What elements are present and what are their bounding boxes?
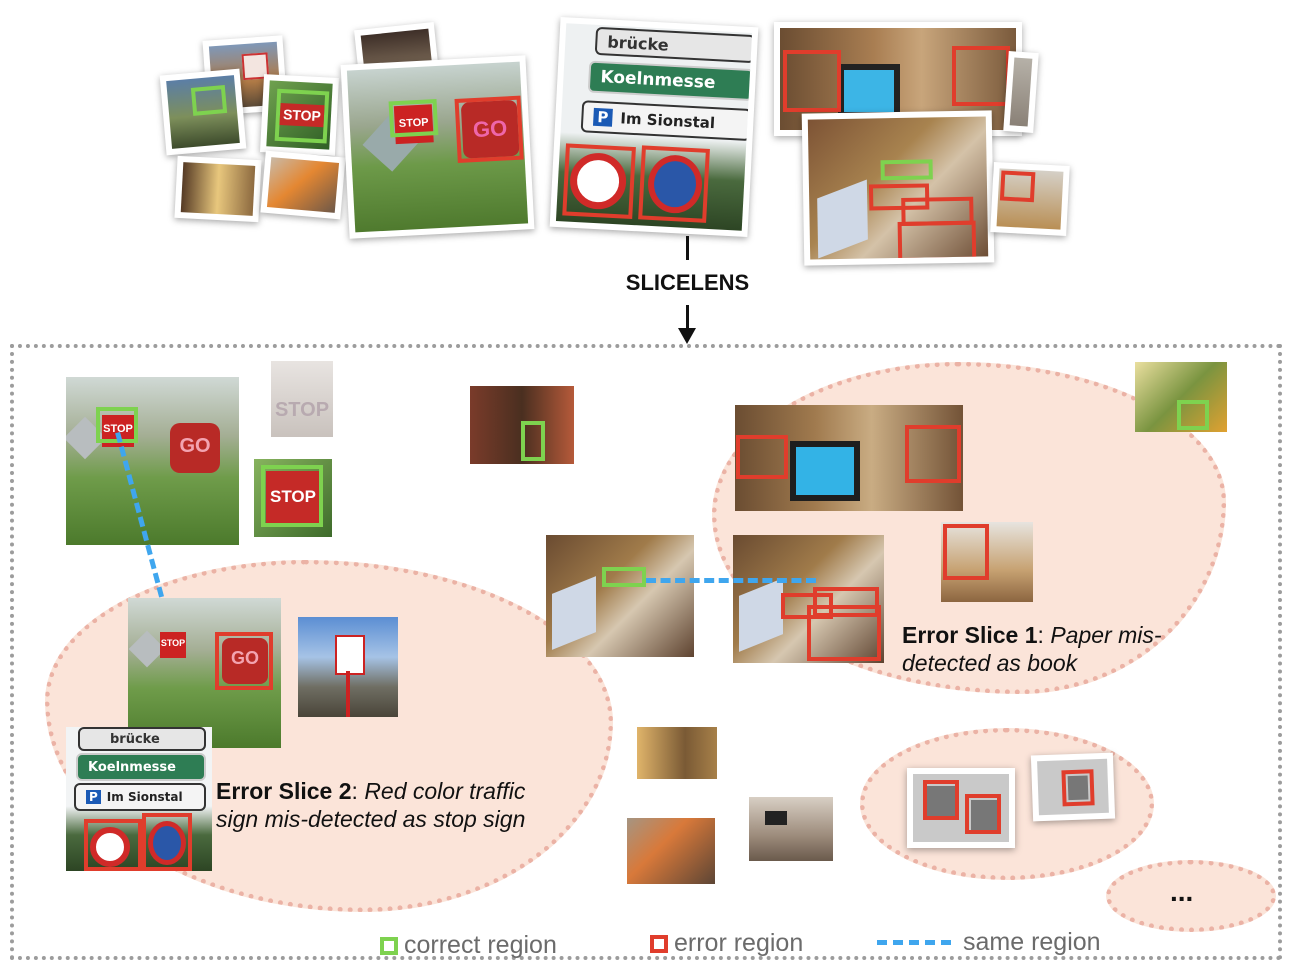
output-traffic-signs: brücke Koelnmesse P Im Sionstal	[66, 727, 212, 871]
output-flower-drink	[470, 386, 574, 464]
slice-separator: :	[351, 778, 365, 804]
output-container	[10, 344, 1282, 960]
photo-thumb: STOP	[260, 74, 339, 156]
legend-error: error region	[650, 929, 803, 958]
output-flower-vase	[1135, 362, 1227, 432]
road-sign-label: brücke	[110, 731, 160, 747]
photo-thumb	[159, 68, 247, 156]
parking-p: P	[86, 790, 101, 804]
road-sign-sionstal: P Im Sionstal	[580, 100, 753, 142]
photo-traffic-signs: brücke Koelnmesse P Im Sionstal	[549, 16, 759, 238]
output-desk-monitor	[735, 405, 963, 511]
legend-error-label: error region	[674, 929, 804, 957]
road-sign-label: Koelnmesse	[88, 759, 176, 775]
output-desk-right	[733, 535, 884, 663]
same-region-connector	[646, 578, 816, 583]
road-sign-bruecke: brücke	[78, 727, 206, 751]
photo-thumb	[1003, 51, 1039, 133]
road-sign-label: Im Sionstal	[106, 790, 183, 804]
arrow-stem-bottom	[686, 305, 689, 331]
slice-description: Paper mis-	[1050, 622, 1162, 648]
legend-same-label: same region	[963, 928, 1101, 956]
legend-correct-swatch	[380, 936, 398, 955]
photo-person-single	[1030, 752, 1116, 822]
legend-same: same region	[877, 928, 1101, 957]
road-sign-label: brücke	[606, 31, 670, 55]
stop-sign-text: STOP	[270, 487, 316, 506]
output-stop-go-correct: STOP GO	[66, 377, 239, 545]
photo-stop-go: STOP GO	[340, 55, 535, 239]
output-stop-paper: STOP	[271, 361, 333, 437]
legend-correct: correct region	[380, 931, 557, 960]
output-desk-left	[546, 535, 694, 657]
output-room-3	[749, 797, 833, 861]
photo-thumb	[260, 150, 346, 220]
output-no-parking	[298, 617, 398, 717]
ellipsis: ...	[1170, 876, 1194, 907]
stop-sign-text: STOP	[103, 423, 133, 435]
stop-sign-text: STOP	[160, 638, 186, 648]
parking-p: P	[592, 107, 613, 127]
slice-title: Error Slice 1	[902, 622, 1038, 648]
road-sign-koelnmesse: Koelnmesse	[587, 60, 753, 102]
road-sign-label: Im Sionstal	[619, 109, 716, 133]
stop-sign-text: STOP	[279, 102, 325, 128]
go-sign-text: GO	[230, 648, 259, 668]
road-sign-koelnmesse: Koelnmesse	[76, 753, 206, 781]
road-sign-sionstal: P Im Sionstal	[74, 783, 206, 811]
slice-description: Red color traffic	[364, 778, 526, 804]
slice-title: Error Slice 2	[216, 778, 352, 804]
slice-description: detected as book	[902, 650, 1078, 676]
slice-separator: :	[1037, 622, 1051, 648]
output-dog	[941, 522, 1033, 602]
output-room-2	[627, 818, 715, 884]
legend-correct-label: correct region	[404, 931, 557, 959]
output-room-1	[637, 727, 717, 779]
output-stop-close: STOP	[254, 459, 332, 537]
more-slices-region	[1106, 860, 1276, 932]
photo-person-pair	[907, 768, 1015, 848]
pipeline-label: SLICELENS	[625, 270, 750, 295]
arrow-head	[678, 328, 696, 344]
stop-sign-text: STOP	[274, 399, 330, 421]
slice-description: sign mis-detected as stop sign	[216, 806, 526, 832]
arrow-stem-top	[686, 236, 689, 260]
error-slice-1-label: Error Slice 1: Paper mis- detected as bo…	[902, 621, 1212, 677]
road-sign-label: Koelnmesse	[600, 67, 716, 94]
legend-error-swatch	[650, 934, 668, 953]
photo-thumb	[174, 155, 262, 223]
legend-same-swatch	[877, 940, 951, 945]
go-sign-text: GO	[179, 435, 211, 457]
road-sign-bruecke: brücke	[594, 26, 753, 64]
error-slice-2-label: Error Slice 2: Red color traffic sign mi…	[216, 777, 596, 833]
photo-dog	[990, 162, 1070, 236]
photo-desk-bottom	[801, 110, 995, 266]
output-stop-go-error: STOP GO	[128, 598, 281, 748]
photo-desk-top	[774, 22, 1022, 136]
